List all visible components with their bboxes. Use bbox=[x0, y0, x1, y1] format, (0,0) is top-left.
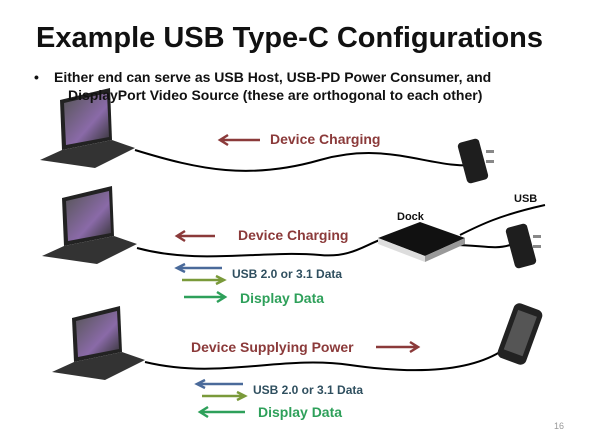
phone-icon bbox=[497, 303, 543, 365]
cable-3 bbox=[144, 351, 501, 372]
dock-icon bbox=[378, 222, 465, 262]
laptop-3 bbox=[52, 306, 145, 380]
arrow-left-usb bbox=[174, 262, 222, 274]
arrow-right-usb bbox=[182, 274, 227, 286]
arrow-right-display bbox=[184, 290, 228, 304]
charger-icon bbox=[505, 223, 541, 269]
arrow-right-power bbox=[376, 340, 421, 354]
row3-usb-data: USB 2.0 or 3.1 Data bbox=[253, 383, 364, 397]
arrow-left-usb bbox=[194, 378, 243, 390]
slide-title: Example USB Type-C Configurations bbox=[36, 22, 544, 54]
row2-usb-data: USB 2.0 or 3.1 Data bbox=[232, 267, 343, 281]
cable-2 bbox=[136, 239, 381, 258]
row2-display-data: Display Data bbox=[240, 290, 325, 306]
arrow-left-display bbox=[197, 405, 245, 419]
page-number: 16 bbox=[554, 421, 565, 431]
usb-label: USB bbox=[514, 193, 538, 205]
bullet-line-1: Either end can serve as USB Host, USB-PD… bbox=[54, 69, 492, 85]
bullet-line-2: DisplayPort Video Source (these are orth… bbox=[68, 87, 483, 103]
bullet-marker: • bbox=[34, 69, 39, 85]
row2-label: Device Charging bbox=[238, 227, 349, 243]
charger-icon bbox=[457, 138, 494, 184]
arrow-left-power bbox=[174, 229, 215, 243]
arrow-left-power bbox=[217, 133, 260, 147]
row3-label: Device Supplying Power bbox=[191, 339, 354, 355]
laptop-2 bbox=[42, 186, 137, 264]
dock-label: Dock bbox=[397, 211, 424, 223]
arrow-right-usb bbox=[202, 390, 248, 402]
row1-label: Device Charging bbox=[270, 131, 381, 147]
cable-1 bbox=[134, 149, 481, 172]
row3-display-data: Display Data bbox=[258, 404, 343, 420]
laptop-1 bbox=[40, 88, 135, 168]
